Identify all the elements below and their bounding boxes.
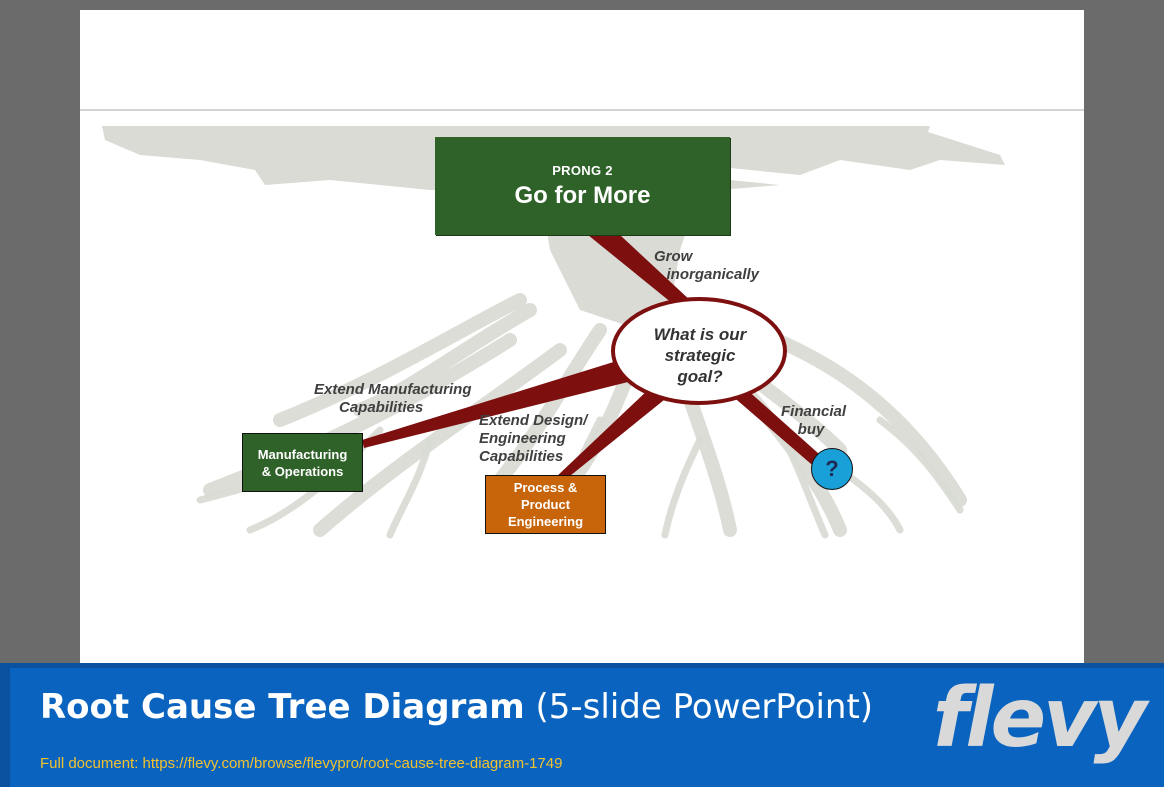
slide-divider	[80, 109, 1084, 111]
footer-title: Root Cause Tree Diagram (5-slide PowerPo…	[40, 687, 873, 727]
footer-top-edge	[0, 663, 1164, 668]
connector-design	[555, 388, 664, 480]
prong-label: PRONG 2	[552, 162, 613, 178]
box-manufacturing-operations: Manufacturing & Operations	[242, 433, 363, 492]
center-question: What is our strategic goal?	[653, 324, 747, 386]
connector-financial	[730, 388, 828, 470]
footer-side-edge	[0, 663, 10, 787]
prong-box: PRONG 2 Go for More	[435, 137, 730, 235]
logo-text: flevy	[932, 671, 1147, 766]
tree-diagram	[102, 126, 1005, 539]
label-extend-manufacturing: Extend Manufacturing Capabilities	[314, 381, 472, 416]
footer-title-suffix: (5-slide PowerPoint)	[535, 687, 874, 727]
label-financial-buy: Financial buy	[781, 403, 847, 438]
label-extend-design: Extend Design/ Engineering Capabilities	[479, 412, 588, 465]
flevy-logo[interactable]: flevy	[932, 671, 1147, 766]
question-mark-icon: ?	[811, 448, 853, 490]
prong-title: Go for More	[514, 181, 651, 209]
document-link[interactable]: Full document: https://flevy.com/browse/…	[40, 755, 563, 772]
slide: PRONG 2 Go for More What is our strategi…	[80, 10, 1084, 663]
connector-manufacturing	[362, 360, 628, 448]
connector-grow	[588, 235, 692, 308]
center-ellipse	[611, 297, 787, 405]
label-grow-inorganically: Grow inorganically	[654, 248, 760, 283]
footer-title-main: Root Cause Tree Diagram	[40, 687, 525, 727]
box-process-product-engineering: Process & Product Engineering	[485, 475, 606, 534]
footer-banner: Root Cause Tree Diagram (5-slide PowerPo…	[0, 663, 1164, 787]
connectors	[362, 235, 828, 480]
